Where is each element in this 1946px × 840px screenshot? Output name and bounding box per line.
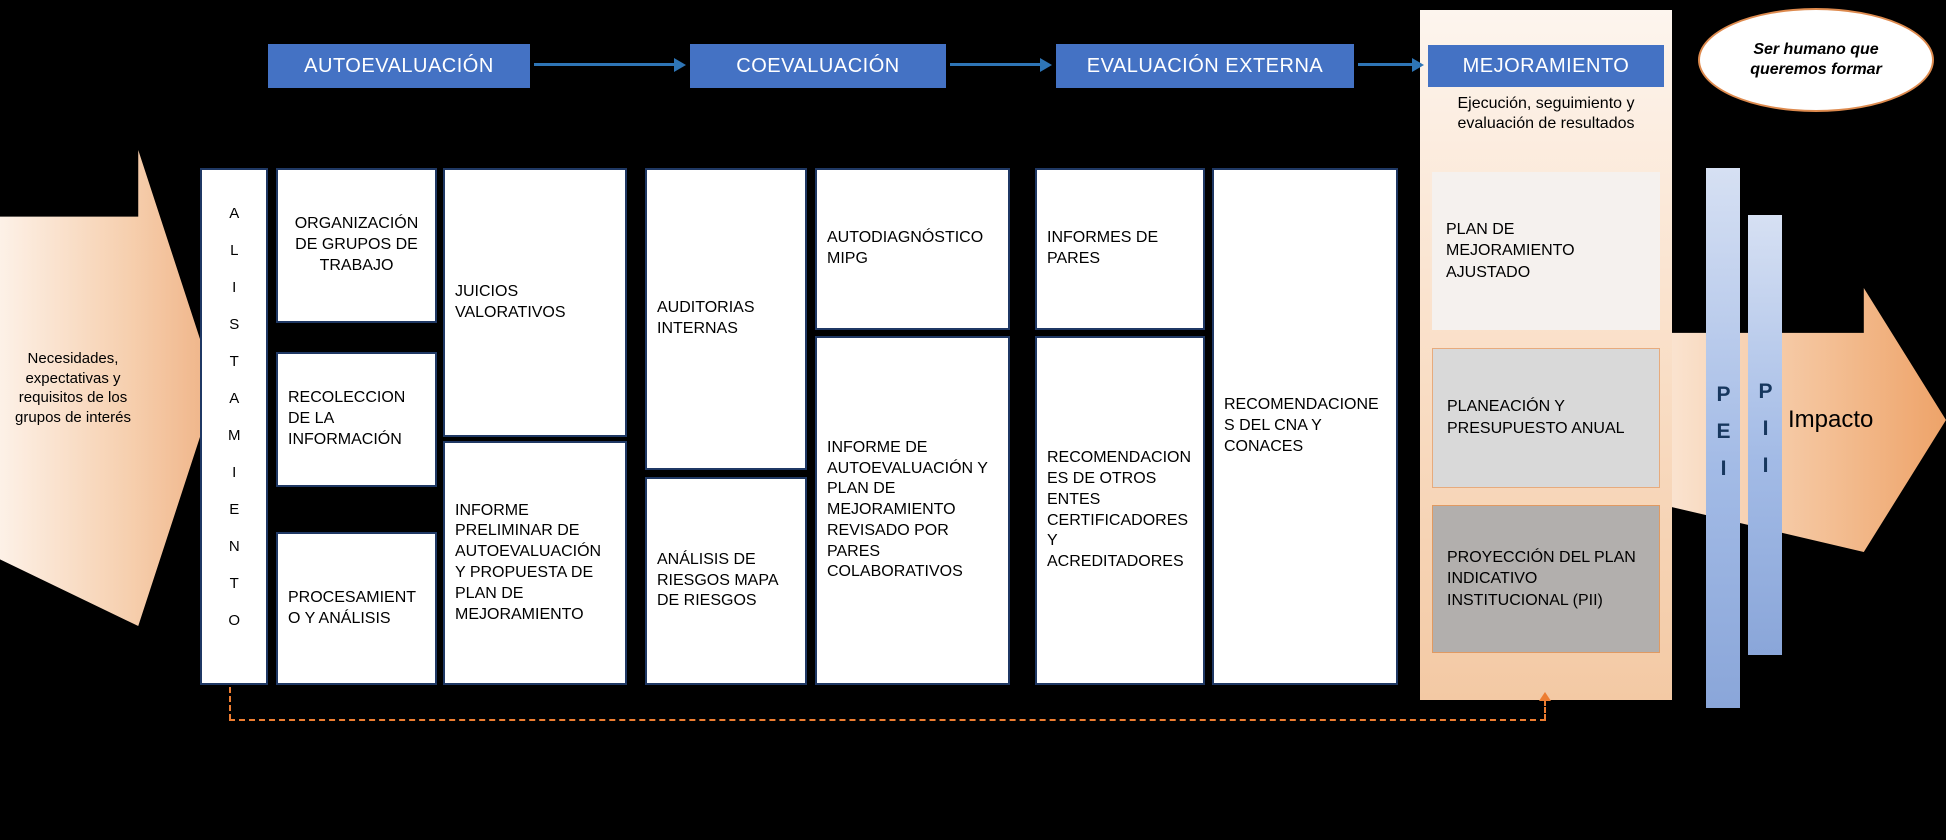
box-label: PLAN DE MEJORAMIENTO AJUSTADO xyxy=(1446,220,1575,281)
box-label: PLANEACIÓN Y PRESUPUESTO ANUAL xyxy=(1447,398,1625,437)
box-alistamiento: ALISTAMIENTO xyxy=(200,168,268,685)
feedback-dash-horizontal xyxy=(229,719,1546,721)
box-informes-de-pares: INFORMES DE PARES xyxy=(1035,168,1205,330)
box-label: PROYECCIÓN DEL PLAN INDICATIVO INSTITUCI… xyxy=(1447,548,1636,609)
box-label: INFORME PRELIMINAR DE AUTOEVALUACIÓN Y P… xyxy=(455,501,602,623)
box-informe-autoevaluacion-pares: INFORME DE AUTOEVALUACIÓN Y PLAN DE MEJO… xyxy=(815,336,1010,685)
phase-label: MEJORAMIENTO xyxy=(1462,54,1630,77)
box-organizacion-grupos: ORGANIZACIÓN DE GRUPOS DE TRABAJO xyxy=(276,168,437,323)
phase-header-autoevaluacion: AUTOEVALUACIÓN xyxy=(268,44,530,88)
vision-text: Ser humano que queremos formar xyxy=(1750,41,1882,78)
box-procesamiento-analisis: PROCESAMIENTO Y ANÁLISIS xyxy=(276,532,437,685)
box-label: PROCESAMIENTO Y ANÁLISIS xyxy=(288,588,417,627)
box-juicios-valorativos: JUICIOS VALORATIVOS xyxy=(443,168,627,437)
box-analisis-riesgos: ANÁLISIS DE RIESGOS MAPA DE RIESGOS xyxy=(645,477,807,685)
box-label: ANÁLISIS DE RIESGOS MAPA DE RIESGOS xyxy=(657,550,778,610)
feedback-dash-vertical-left xyxy=(229,687,231,720)
bar-pei: PEI xyxy=(1706,168,1740,708)
box-label: JUICIOS VALORATIVOS xyxy=(455,282,566,321)
phase-label: AUTOEVALUACIÓN xyxy=(304,54,494,77)
phase-header-evaluacion-externa: EVALUACIÓN EXTERNA xyxy=(1056,44,1354,88)
box-recomendaciones-entes: RECOMENDACIONES DE OTROS ENTES CERTIFICA… xyxy=(1035,336,1205,685)
box-planeacion-presupuesto: PLANEACIÓN Y PRESUPUESTO ANUAL xyxy=(1432,348,1660,488)
box-recoleccion-informacion: RECOLECCION DE LA INFORMACIÓN xyxy=(276,352,437,487)
box-label: AUDITORIAS INTERNAS xyxy=(657,299,755,337)
bar-pii-label: PII xyxy=(1754,379,1777,491)
phase-label: EVALUACIÓN EXTERNA xyxy=(1086,54,1324,77)
mejoramiento-subtitle: Ejecución, seguimiento y evaluación de r… xyxy=(1457,95,1635,132)
vision-ellipse: Ser humano que queremos formar xyxy=(1698,8,1934,112)
bar-pei-label: PEI xyxy=(1712,382,1735,494)
phase-connector-arrow-3 xyxy=(1358,63,1414,66)
box-plan-mejoramiento-ajustado: PLAN DE MEJORAMIENTO AJUSTADO xyxy=(1432,172,1660,330)
phase-header-coevaluacion: COEVALUACIÓN xyxy=(690,44,946,88)
bar-pii: PII xyxy=(1748,215,1782,655)
box-autodiagnostico-mipg: AUTODIAGNÓSTICO MIPG xyxy=(815,168,1010,330)
feedback-dash-vertical-right xyxy=(1544,700,1546,720)
phase-connector-arrow-1 xyxy=(534,63,676,66)
box-proyeccion-plan-indicativo: PROYECCIÓN DEL PLAN INDICATIVO INSTITUCI… xyxy=(1432,505,1660,653)
box-recomendaciones-cna: RECOMENDACIONES DEL CNA Y CONACES xyxy=(1212,168,1398,685)
phase-label: COEVALUACIÓN xyxy=(736,54,900,77)
box-informe-preliminar: INFORME PRELIMINAR DE AUTOEVALUACIÓN Y P… xyxy=(443,441,627,685)
phase-connector-arrow-2 xyxy=(950,63,1042,66)
box-label: ORGANIZACIÓN DE GRUPOS DE TRABAJO xyxy=(294,215,419,274)
box-label: RECOLECCION DE LA INFORMACIÓN xyxy=(288,389,406,448)
box-label: AUTODIAGNÓSTICO MIPG xyxy=(827,229,984,267)
input-needs-text: Necesidades, expectativas y requisitos d… xyxy=(15,350,131,426)
box-label: INFORMES DE PARES xyxy=(1047,229,1159,267)
box-label: INFORME DE AUTOEVALUACIÓN Y PLAN DE MEJO… xyxy=(827,438,988,581)
phase-header-mejoramiento: MEJORAMIENTO xyxy=(1428,45,1664,87)
box-label: RECOMENDACIONES DE OTROS ENTES CERTIFICA… xyxy=(1047,449,1192,571)
input-needs-arrow: Necesidades, expectativas y requisitos d… xyxy=(0,150,216,626)
box-auditorias-internas: AUDITORIAS INTERNAS xyxy=(645,168,807,470)
box-label: RECOMENDACIONES DEL CNA Y CONACES xyxy=(1224,396,1379,455)
feedback-arrowhead-up xyxy=(1539,692,1551,701)
alistamiento-label: ALISTAMIENTO xyxy=(225,204,243,649)
impact-label: Impacto xyxy=(1788,406,1874,433)
